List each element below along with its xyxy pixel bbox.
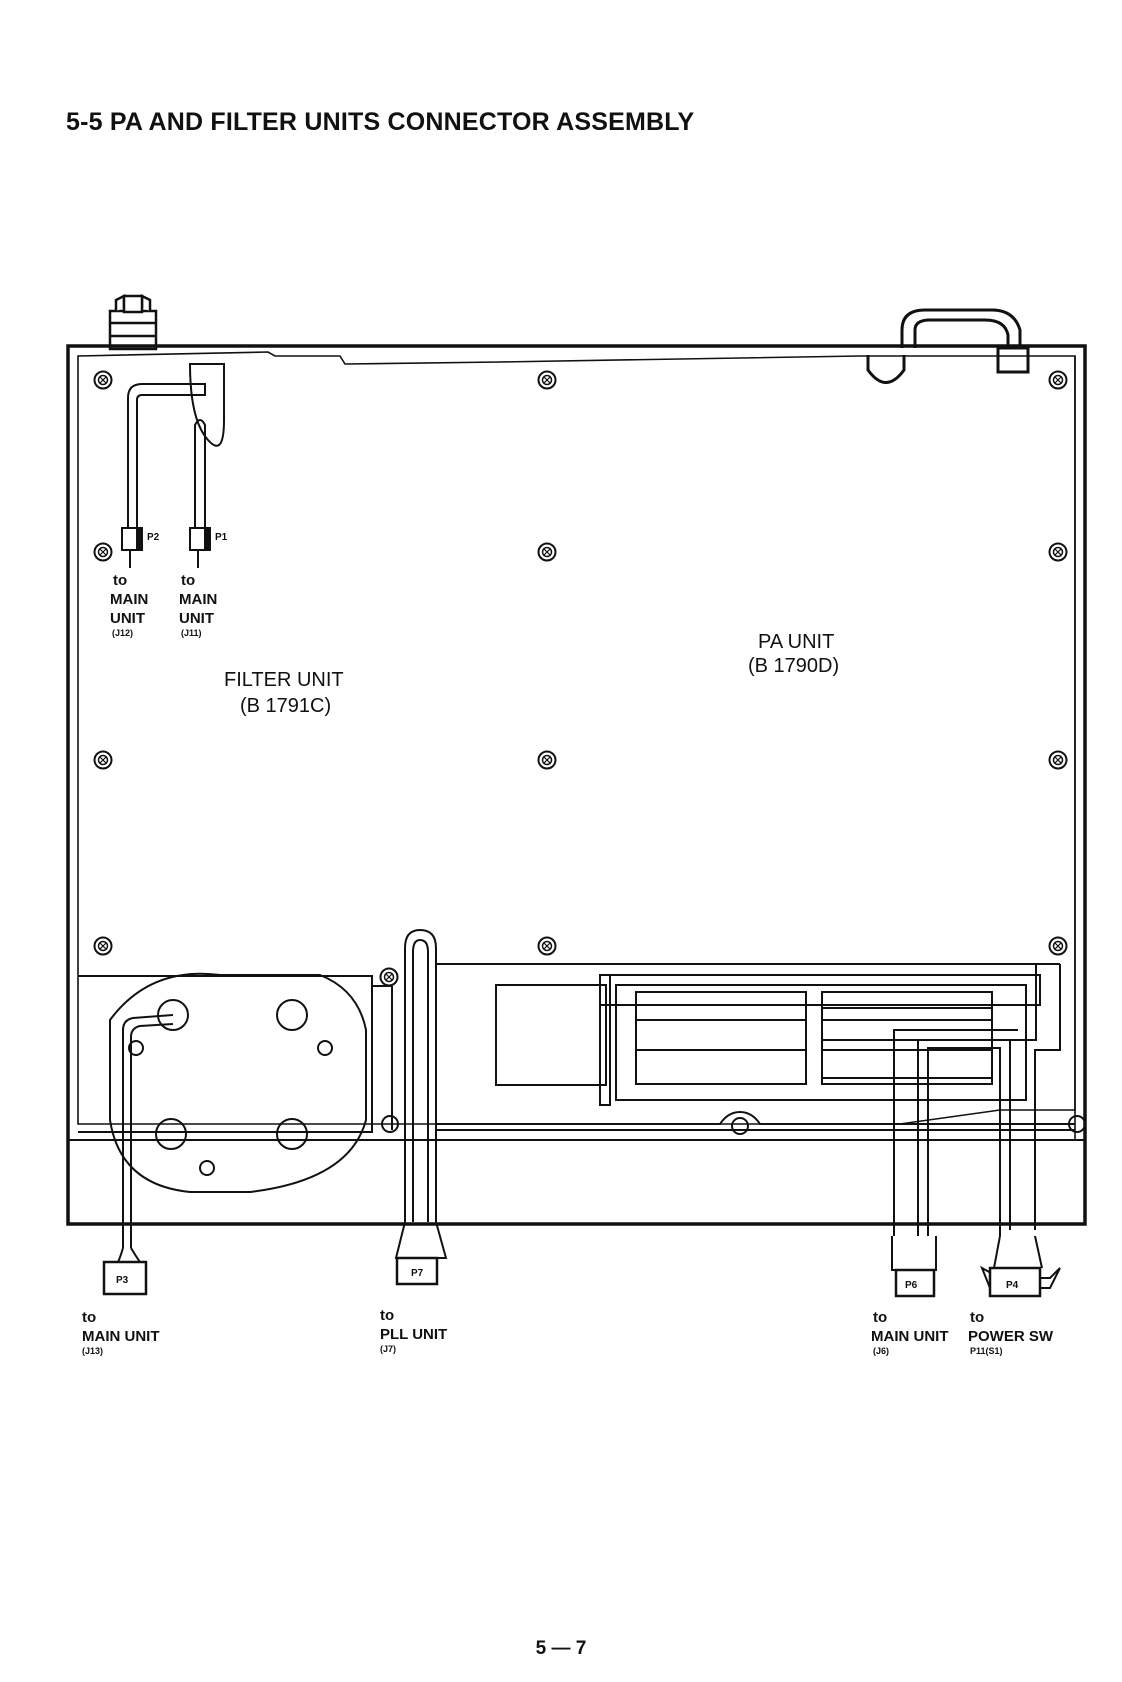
p4-ref: P11(S1) xyxy=(970,1346,1003,1356)
antenna-connector xyxy=(110,296,156,349)
p2-ref: (J12) xyxy=(112,628,133,638)
p1-pin-label: P1 xyxy=(215,532,228,543)
p7-dest: PLL UNIT xyxy=(380,1326,447,1343)
p7-pin-label: P7 xyxy=(411,1268,424,1279)
p7-ribbon-cable xyxy=(396,930,446,1284)
filter-plate xyxy=(78,974,392,1192)
p2-to: to xyxy=(113,572,127,589)
p4-dest: POWER SW xyxy=(968,1328,1054,1345)
p4-to: to xyxy=(970,1309,984,1326)
p6-dest: MAIN UNIT xyxy=(871,1328,949,1345)
pa-unit-label: PA UNIT xyxy=(758,631,834,653)
pa-unit-part: (B 1790D) xyxy=(748,655,839,677)
p7-to: to xyxy=(380,1307,394,1324)
p3-pin-label: P3 xyxy=(116,1275,129,1286)
p1-dest-line1: MAIN xyxy=(179,591,217,608)
filter-unit-part: (B 1791C) xyxy=(240,695,331,717)
p1-dest-line2: UNIT xyxy=(179,610,214,627)
p6-to: to xyxy=(873,1309,887,1326)
p6-ref: (J6) xyxy=(873,1346,889,1356)
filter-unit-label: FILTER UNIT xyxy=(224,669,344,691)
page-number: 5 — 7 xyxy=(0,1638,1122,1660)
p2-dest-line2: UNIT xyxy=(110,610,145,627)
p3-ref: (J13) xyxy=(82,1346,103,1356)
p6-pin-label: P6 xyxy=(905,1280,918,1291)
coax-cables-top xyxy=(122,364,224,568)
p1-to: to xyxy=(181,572,195,589)
p3-cable xyxy=(104,1015,173,1294)
p2-pin-label: P2 xyxy=(147,532,160,543)
p7-ref: (J7) xyxy=(380,1344,396,1354)
p3-to: to xyxy=(82,1309,96,1326)
p3-dest: MAIN UNIT xyxy=(82,1328,160,1345)
p2-dest-line1: MAIN xyxy=(110,591,148,608)
chassis-outline xyxy=(68,346,1085,1224)
p1-ref: (J11) xyxy=(181,628,202,638)
p4-pin-label: P4 xyxy=(1006,1280,1019,1291)
